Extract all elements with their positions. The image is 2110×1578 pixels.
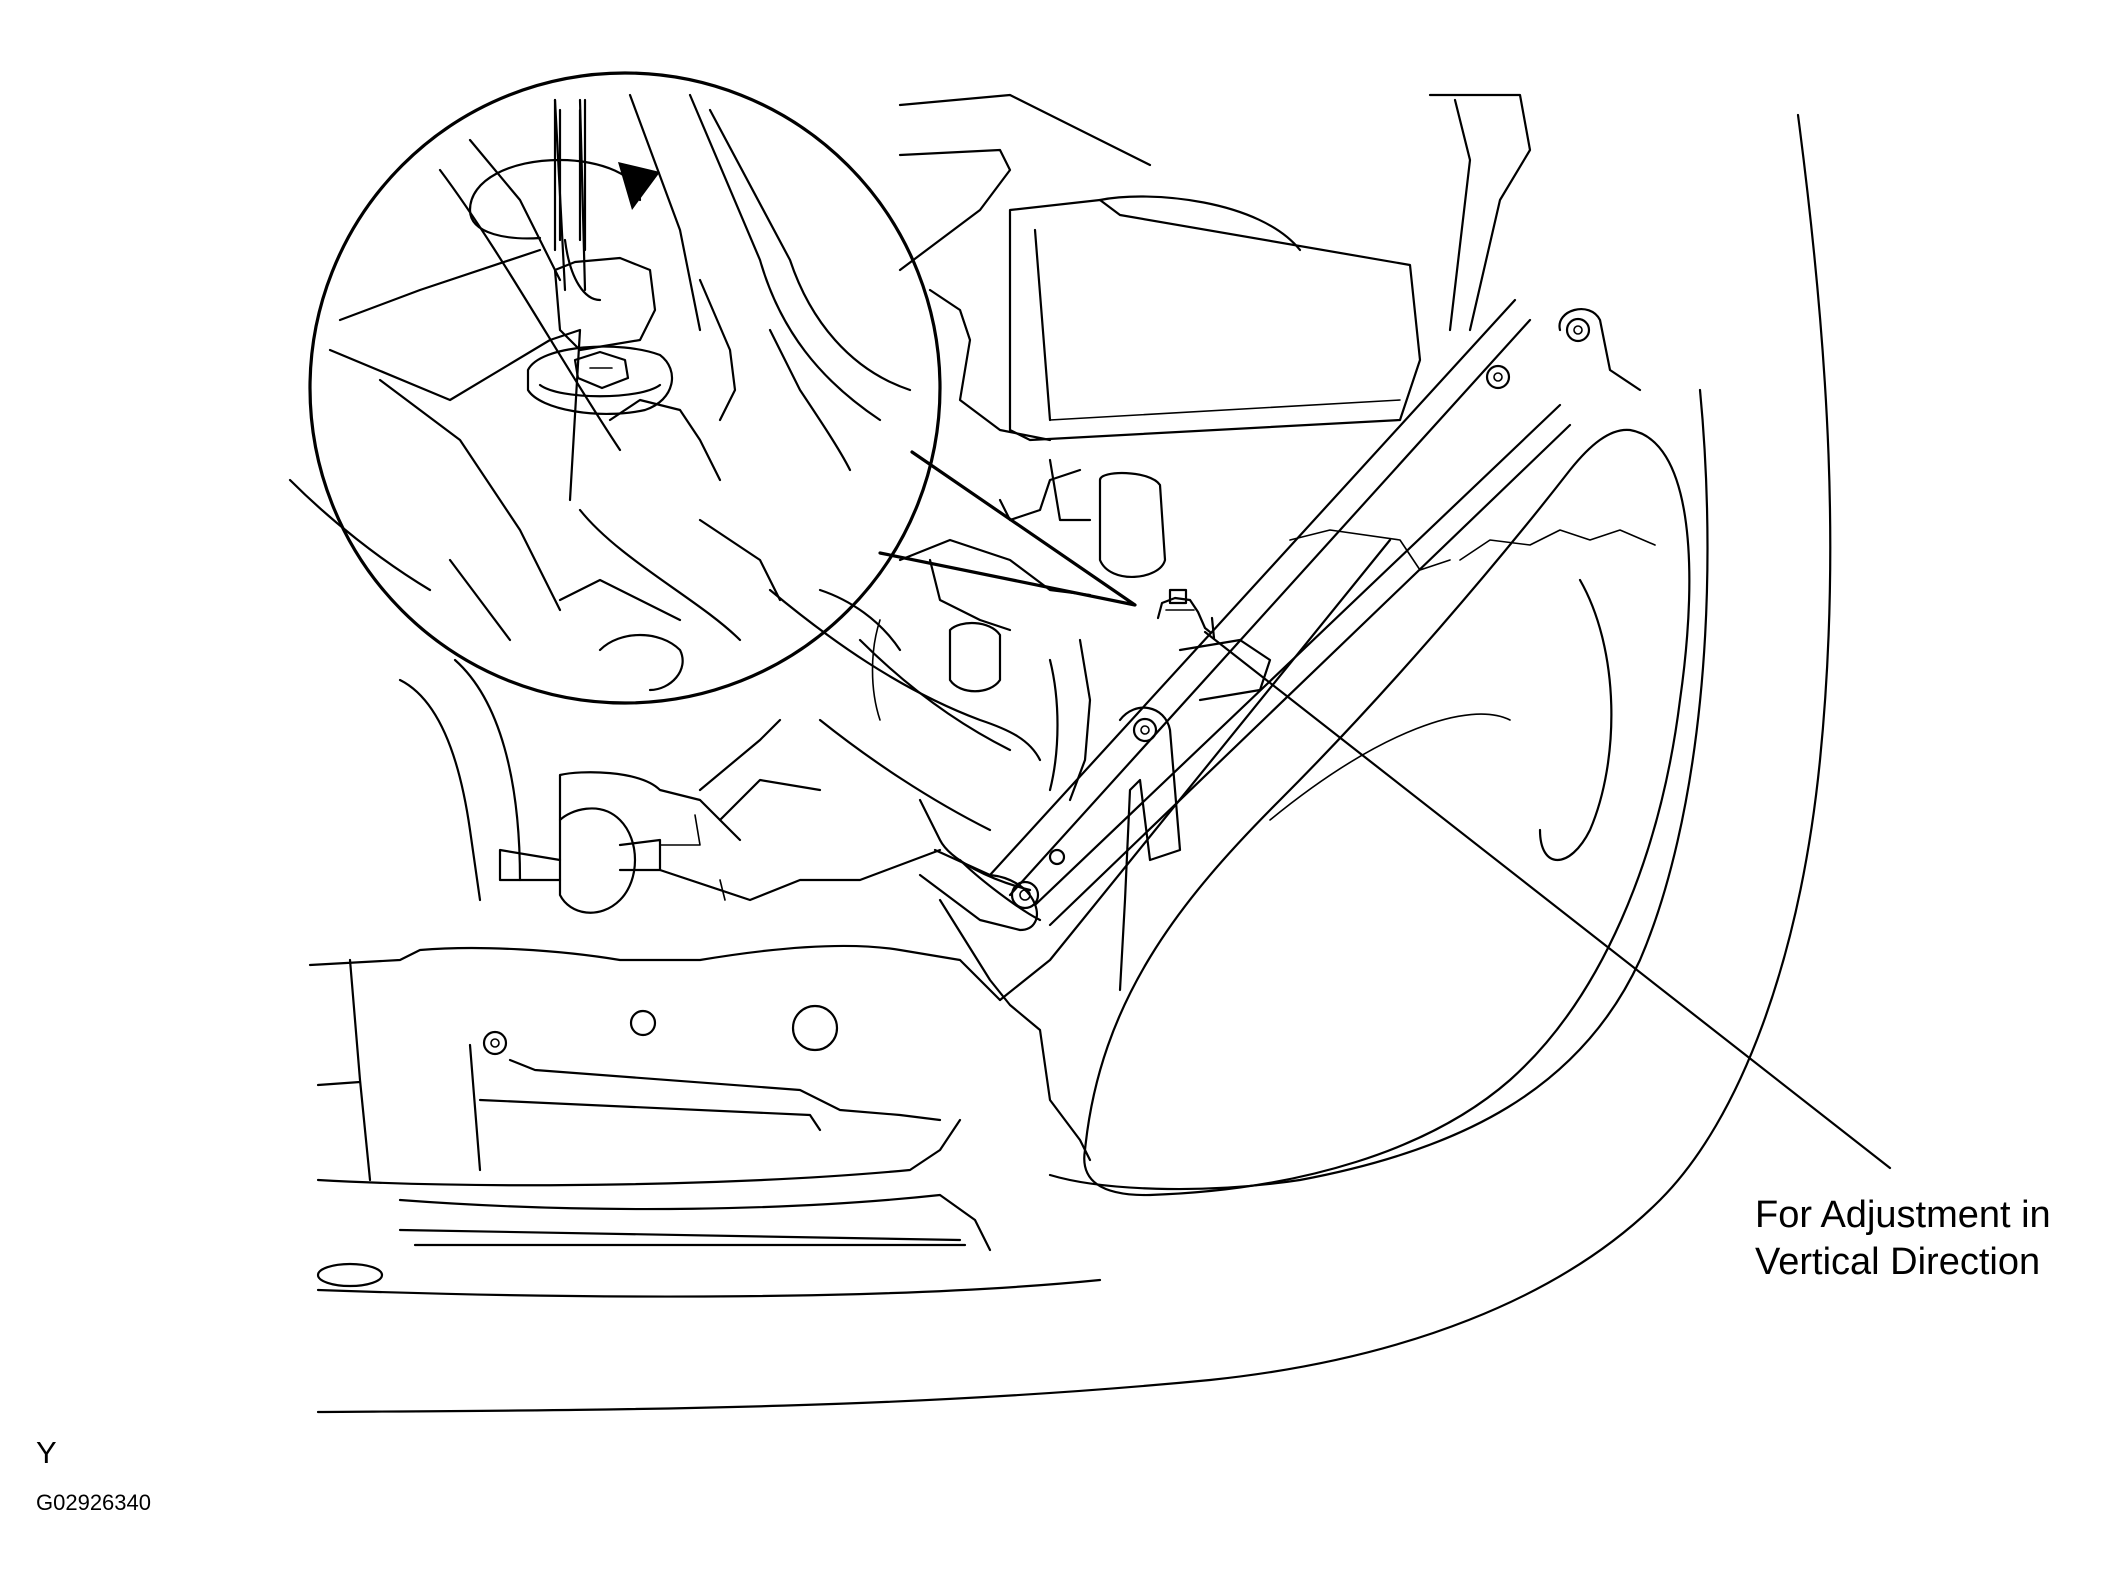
magnified-detail-inset: [288, 71, 1137, 705]
callout-label: For Adjustment in Vertical Direction: [1755, 1192, 2051, 1286]
vehicle-front-line-art: [308, 93, 1832, 1414]
callout-line-1: For Adjustment in: [1755, 1194, 2051, 1236]
callout-leader-line: [1203, 630, 1892, 1170]
adjusting-screw-icon: [1156, 588, 1216, 640]
callout-line-2: Vertical Direction: [1755, 1241, 2041, 1283]
figure-id: G02926340: [36, 1490, 151, 1515]
rotate-arrow-icon: [468, 98, 660, 252]
view-letter: Y: [36, 1435, 57, 1470]
